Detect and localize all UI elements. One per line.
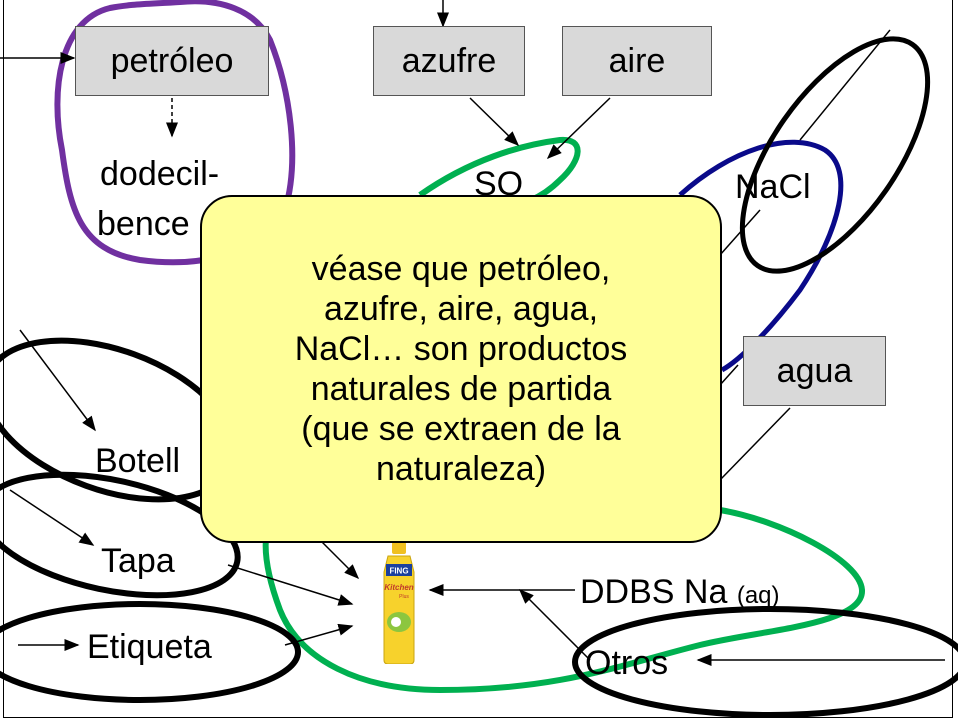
line-agua-down bbox=[719, 364, 739, 386]
nacl-outline bbox=[739, 36, 931, 274]
detergent-bottle-image: FING Kitchen Plus bbox=[383, 542, 415, 664]
box-agua: agua bbox=[743, 336, 886, 406]
box-petroleo: petróleo bbox=[75, 26, 269, 96]
bottle-name: Kitchen bbox=[384, 583, 413, 592]
arrow-aire-so2 bbox=[546, 97, 611, 160]
box-agua-text: agua bbox=[776, 352, 853, 390]
box-azufre-text: azufre bbox=[401, 42, 497, 80]
tapa-outline bbox=[0, 471, 241, 599]
bottle-variant: Plus bbox=[399, 594, 409, 600]
label-bence: bence bbox=[97, 205, 190, 243]
label-ddbs-main: DDBS Na bbox=[580, 573, 728, 611]
callout-note: véase que petróleo, azufre, aire, agua, … bbox=[200, 195, 722, 543]
label-ddbs-aq: (aq) bbox=[736, 582, 780, 609]
label-nacl: NaCl bbox=[735, 168, 811, 206]
arrow-otros-bottle bbox=[518, 588, 591, 661]
box-petroleo-text: petróleo bbox=[110, 42, 234, 80]
label-otros: Otros bbox=[585, 644, 669, 682]
bottle-brand: FING bbox=[389, 567, 408, 576]
etiqueta-outline bbox=[0, 601, 301, 703]
callout-text: véase que petróleo, azufre, aire, agua, … bbox=[294, 249, 628, 489]
arrow-into-botella bbox=[19, 329, 96, 432]
otros-outline bbox=[572, 606, 958, 718]
blue-outline bbox=[678, 139, 844, 373]
box-aire: aire bbox=[562, 26, 712, 96]
line-nacl-top bbox=[799, 29, 891, 141]
label-botella: Botell bbox=[95, 442, 181, 480]
line-agua-ddbs bbox=[719, 407, 791, 481]
box-aire-text: aire bbox=[608, 42, 666, 80]
arrow-azufre-so2 bbox=[469, 97, 520, 147]
arrow-etiqueta-bottle bbox=[284, 623, 354, 646]
label-dodecil: dodecil- bbox=[100, 155, 220, 193]
label-tapa: Tapa bbox=[101, 542, 175, 580]
box-azufre: azufre bbox=[373, 26, 525, 96]
arrow-into-tapa bbox=[9, 489, 95, 546]
label-ddbs: DDBS Na (aq) bbox=[580, 573, 780, 611]
label-etiqueta: Etiqueta bbox=[87, 628, 212, 666]
arrow-tapa-bottle bbox=[227, 564, 354, 606]
line-nacl-down bbox=[719, 209, 761, 256]
